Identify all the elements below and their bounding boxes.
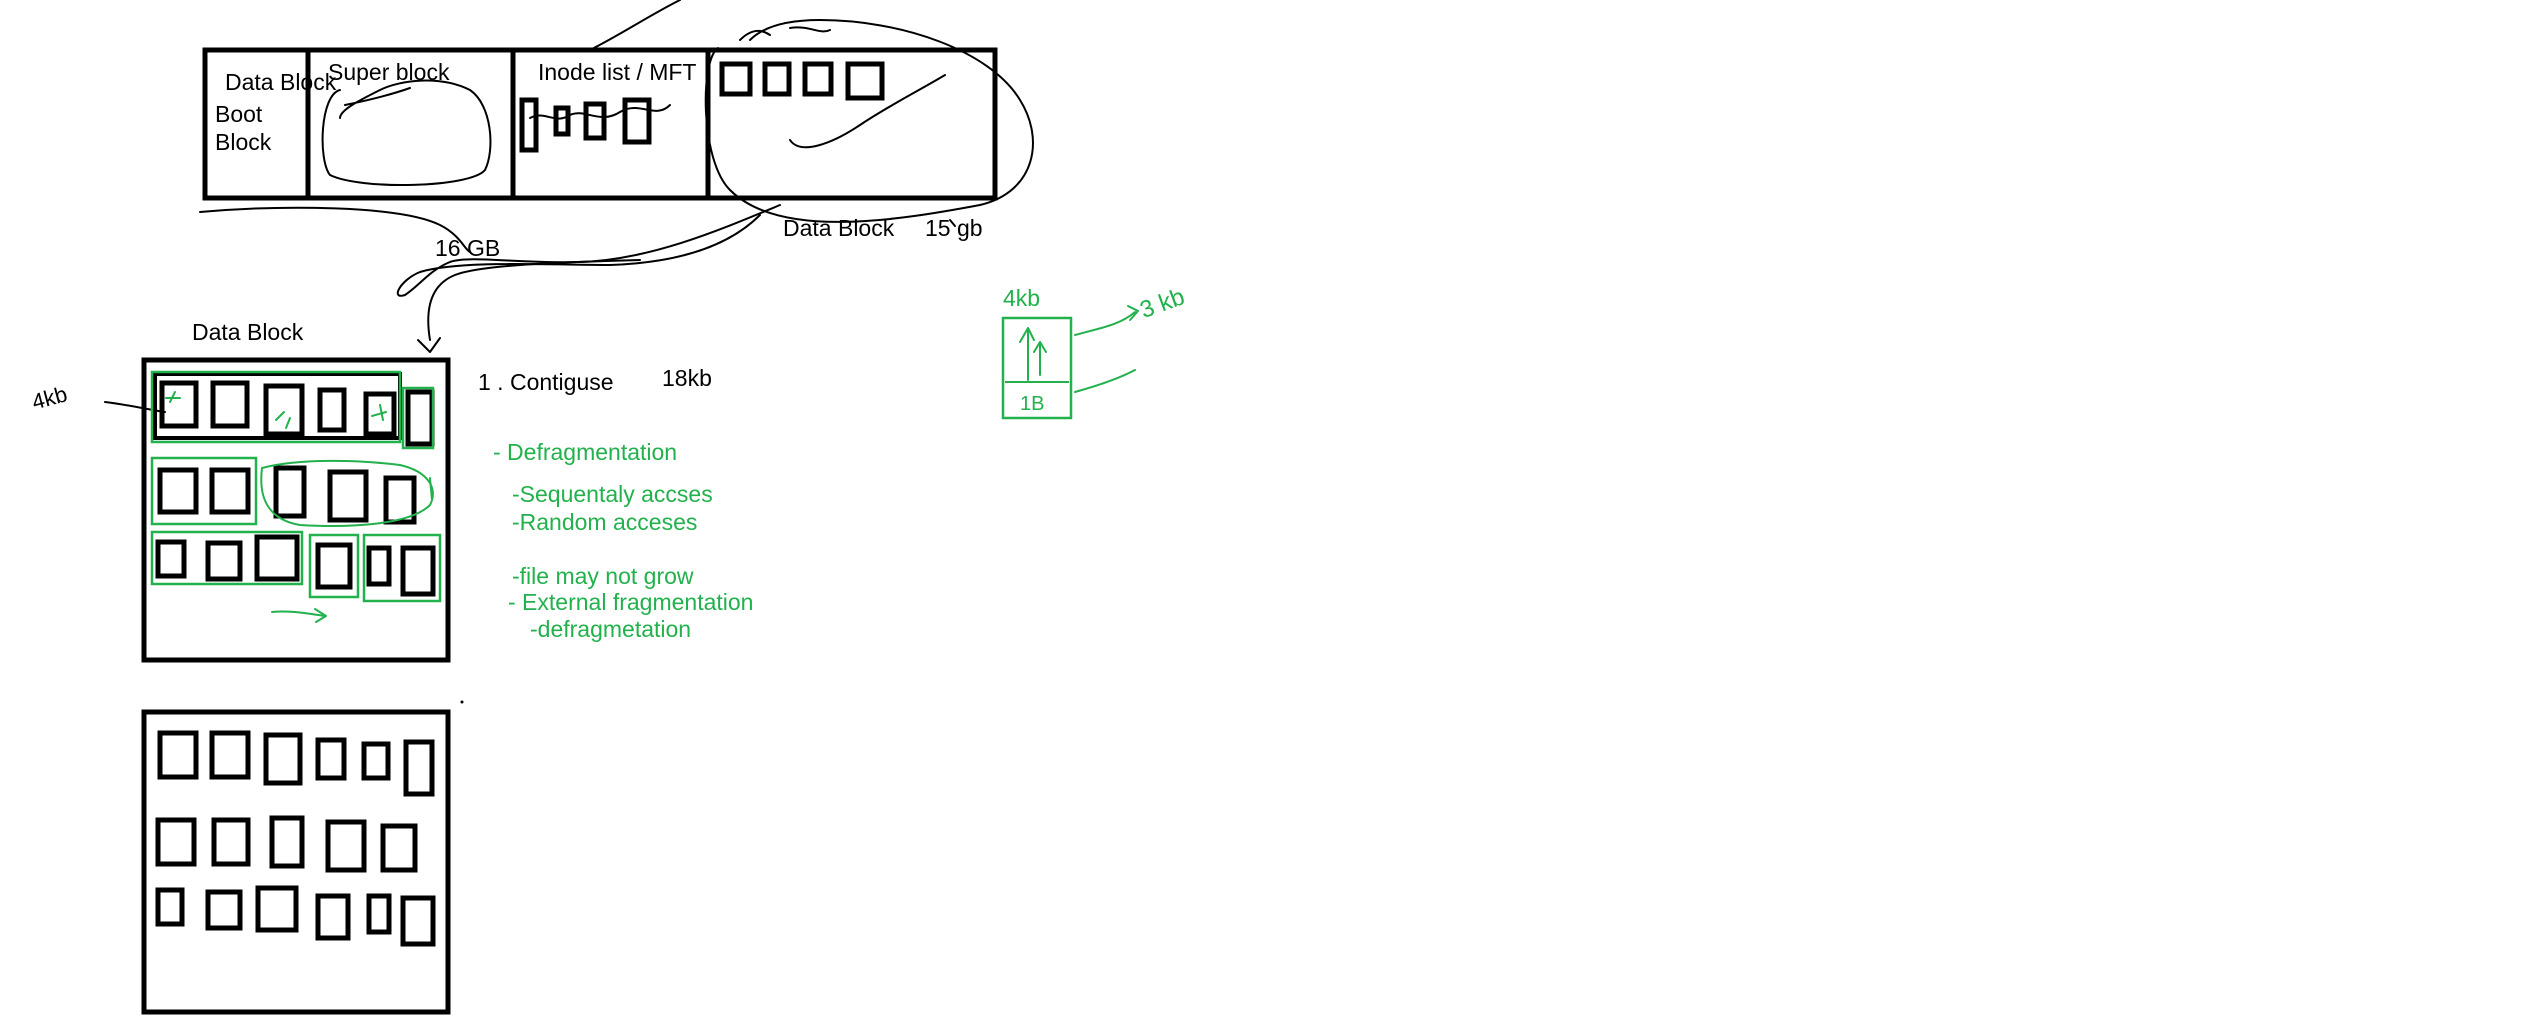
block-sketch-box	[1001, 316, 1073, 420]
note-defragmentation: - Defragmentation	[493, 439, 677, 465]
file-block	[366, 893, 392, 935]
file-block	[157, 467, 199, 515]
block-size-note: 4kb	[29, 381, 70, 414]
data-block-frame	[141, 357, 451, 663]
file-block	[315, 737, 347, 781]
file-block	[315, 542, 353, 590]
data-region-block	[719, 61, 753, 97]
file-block	[263, 383, 305, 437]
data-block-frame-lower	[141, 709, 451, 1015]
file-block	[211, 817, 251, 867]
green-group-row3c	[362, 533, 442, 603]
block-sketch-arrow-bottom	[1074, 369, 1136, 393]
block-sketch-up-arrow	[1019, 327, 1047, 381]
note-random: -Random acceses	[512, 509, 697, 535]
disk-bottom-curve	[199, 206, 471, 253]
green-check-3	[371, 404, 387, 421]
file-block	[205, 540, 243, 582]
connector-to-data-block	[427, 259, 641, 341]
top-scribble	[589, 0, 831, 51]
file-block	[317, 387, 347, 433]
data-region-loop	[704, 19, 1034, 223]
file-block	[405, 389, 435, 447]
block-sketch: 4kb 1B 3 kb	[1001, 283, 1188, 420]
data-block-panel: Data Block 4kb	[29, 319, 451, 663]
data-block-size-label: 15 gb	[925, 215, 983, 241]
file-block	[209, 730, 251, 780]
file-block	[210, 380, 250, 429]
size-tick	[949, 219, 956, 227]
data-block-panel-lower	[141, 700, 464, 1015]
file-block	[209, 467, 251, 515]
file-block	[273, 465, 307, 519]
file-block	[380, 823, 418, 873]
file-block	[400, 895, 436, 947]
data-region-block	[762, 61, 792, 97]
note-file-grow: -file may not grow	[512, 563, 694, 589]
inode-blocks	[519, 97, 671, 153]
disk-layout: Data Block Boot Block Super block Inode …	[199, 0, 1034, 353]
file-size-label: 18kb	[662, 365, 712, 391]
data-region-block	[802, 61, 834, 97]
file-block	[383, 475, 417, 525]
file-block	[269, 815, 305, 869]
file-block	[366, 545, 392, 587]
block-sketch-arrow-top	[1074, 305, 1139, 336]
file-block	[363, 391, 397, 437]
green-block-edge	[401, 386, 435, 450]
file-block	[403, 739, 435, 797]
inode-block	[583, 101, 607, 141]
green-check-2	[275, 411, 291, 429]
boot-block-label-1: Data Block	[225, 69, 337, 95]
file-block	[263, 732, 303, 786]
data-region-swoosh	[789, 74, 946, 149]
file-block	[361, 741, 391, 781]
data-block-panel-title: Data Block	[192, 319, 304, 345]
contiguous-heading: 1 . Contiguse	[478, 369, 614, 395]
file-block	[155, 817, 197, 867]
inode-scribble	[529, 104, 671, 120]
block-sketch-small-label: 1B	[1020, 393, 1044, 415]
total-size-label: 16 GB	[435, 235, 500, 261]
file-block	[315, 893, 351, 941]
green-loop-row2	[260, 459, 434, 527]
file-block	[255, 885, 299, 933]
green-group-row3b	[308, 533, 360, 599]
inode-block	[519, 97, 539, 153]
green-check-1	[165, 391, 181, 403]
block-sketch-label: 4kb	[1003, 285, 1040, 311]
file-block	[400, 545, 436, 597]
green-group-row1	[150, 370, 402, 444]
note-sequential: -Sequentaly accses	[512, 481, 713, 507]
stray-dot	[460, 700, 464, 704]
contiguous-notes: 1 . Contiguse 18kb - Defragmentation -Se…	[478, 365, 753, 642]
inode-list-label: Inode list / MFT	[538, 59, 696, 85]
file-block	[327, 469, 369, 523]
green-arrow-bottom	[271, 608, 327, 623]
boot-block-label-3: Block	[215, 129, 272, 155]
green-group-row3a	[150, 530, 304, 586]
file-block	[205, 889, 243, 931]
disk-outline	[202, 47, 998, 201]
file-block	[155, 539, 187, 579]
data-region-blocks	[719, 61, 885, 101]
inode-block	[622, 97, 652, 145]
boot-block-label-2: Boot	[215, 101, 263, 127]
file-block	[157, 730, 199, 780]
data-region-block	[845, 61, 885, 101]
inode-block	[553, 105, 571, 137]
note-defrag-sub: -defragmetation	[530, 616, 691, 642]
note-external-frag: - External fragmentation	[508, 589, 753, 615]
block-sketch-annotation: 3 kb	[1136, 283, 1188, 324]
file-block	[159, 380, 199, 429]
file-block	[254, 534, 300, 582]
super-block-scribble	[321, 79, 492, 187]
green-group-row2	[150, 456, 258, 526]
file-block	[155, 887, 185, 927]
arrow-head-data-block	[417, 337, 441, 353]
connector-curve	[396, 204, 781, 297]
file-block	[325, 819, 367, 873]
